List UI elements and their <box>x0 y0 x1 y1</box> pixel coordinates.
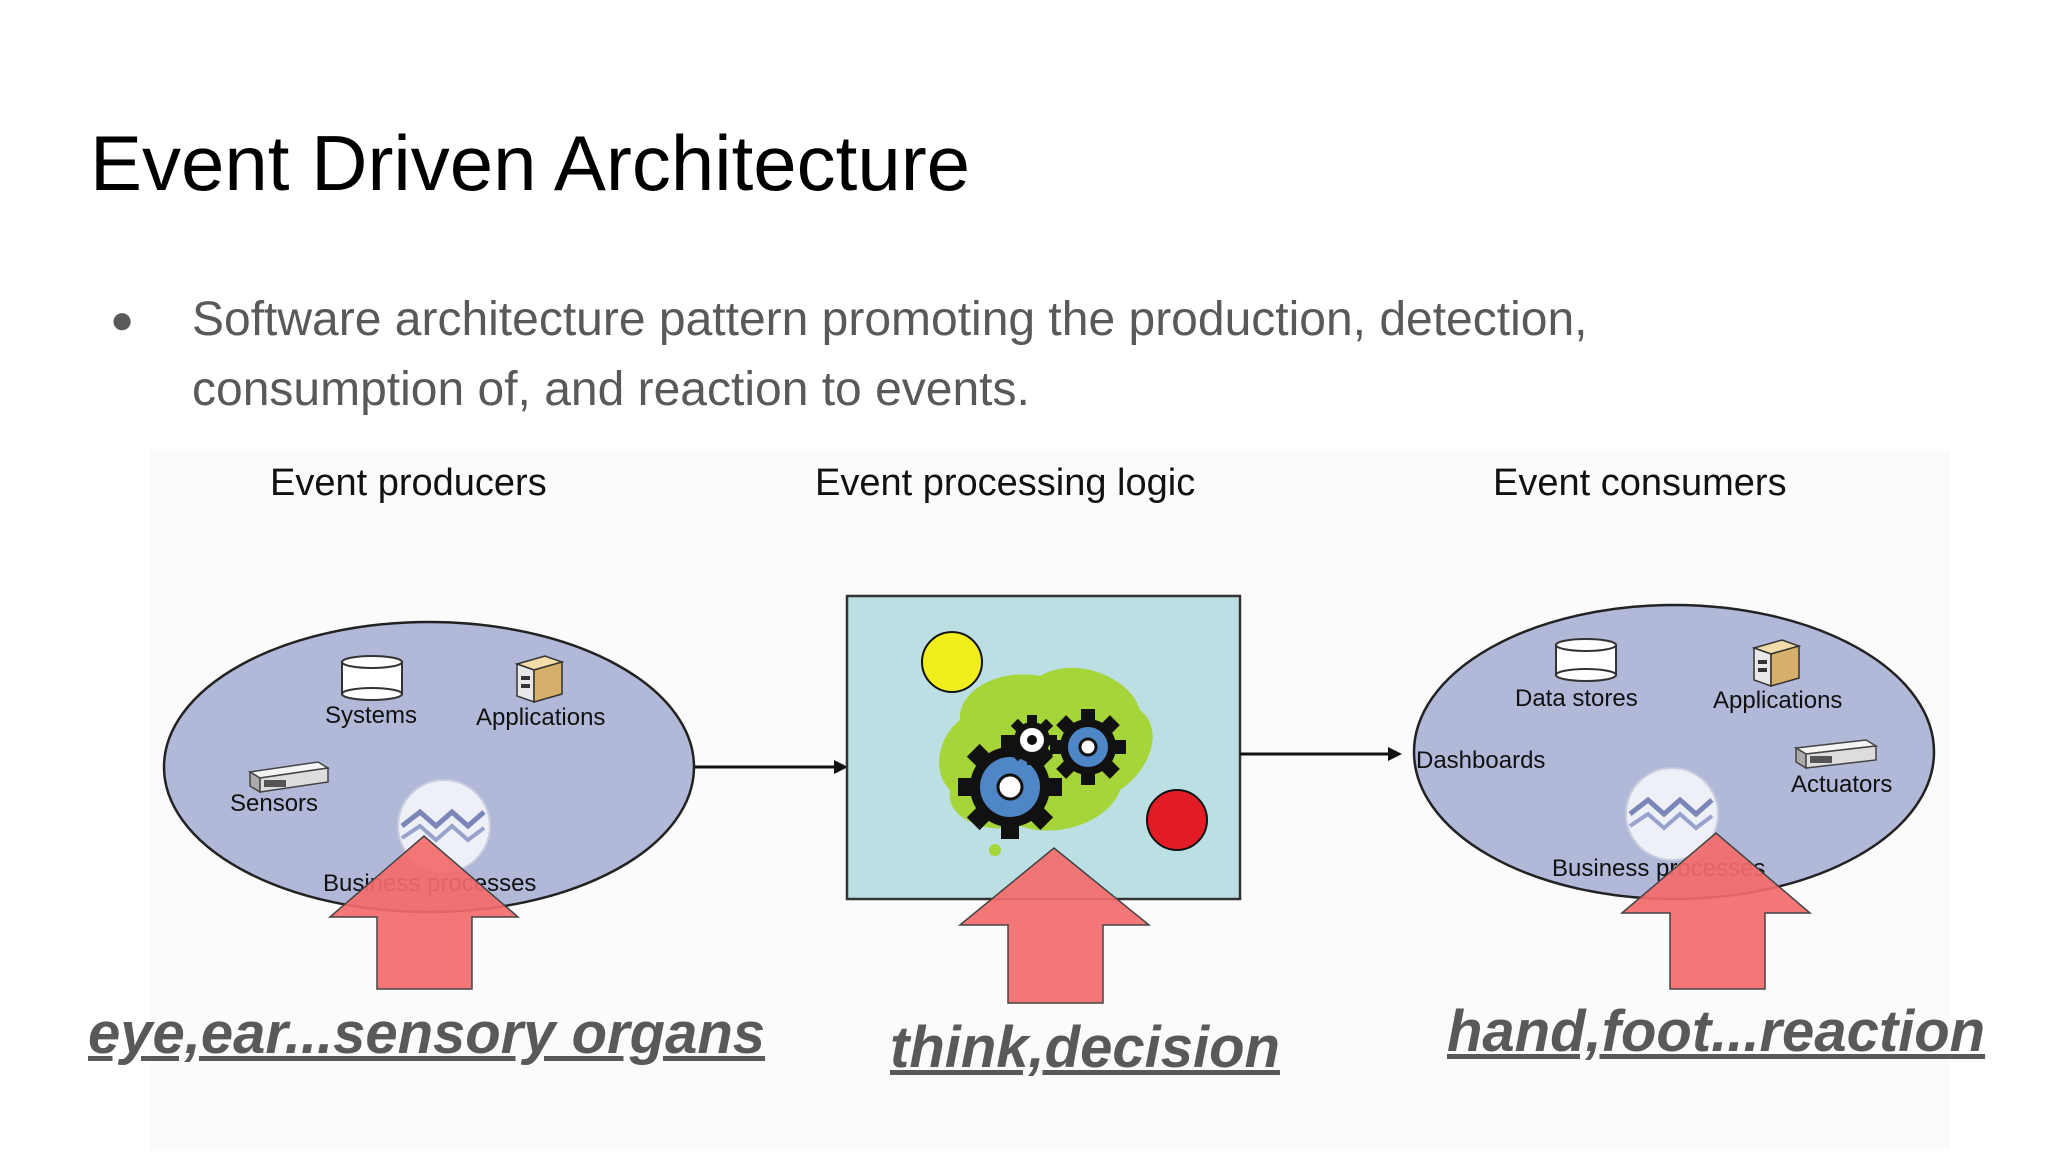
producer-label-sensors: Sensors <box>230 790 318 817</box>
consumer-label-actuators: Actuators <box>1791 771 1892 798</box>
annotation-arrow-producers <box>327 835 521 990</box>
gear-icon <box>958 735 1062 839</box>
flow-arrow-producers-to-processing <box>695 760 848 774</box>
actuator-device-icon <box>1793 739 1879 770</box>
database-icon <box>341 655 403 701</box>
caption-processing: think,decision <box>890 1015 1280 1080</box>
bullet-text: Software architecture pattern promoting … <box>192 293 1588 416</box>
business-process-icon <box>1625 767 1719 861</box>
caption-producers: eye,ear...sensory organs <box>88 1001 766 1066</box>
bullet-dot: ● <box>110 298 135 342</box>
caption-consumers: hand,foot...reaction <box>1447 999 1986 1064</box>
red-circle <box>1146 789 1208 851</box>
gear-icon <box>1050 709 1126 785</box>
database-icon <box>1555 638 1617 682</box>
annotation-arrow-processing <box>957 847 1152 1004</box>
producer-label-systems: Systems <box>325 702 417 729</box>
annotation-arrow-consumers <box>1619 832 1813 990</box>
sensor-device-icon <box>247 761 331 794</box>
column-heading-processing: Event processing logic <box>815 462 1196 504</box>
yellow-circle <box>921 631 983 693</box>
server-icon <box>514 655 565 704</box>
processing-splash-drop <box>989 844 1001 856</box>
gear-icon <box>1007 715 1057 765</box>
consumer-label-applications: Applications <box>1713 687 1842 714</box>
consumer-label-data-stores: Data stores <box>1515 685 1638 712</box>
consumer-label-dashboards: Dashboards <box>1416 747 1545 774</box>
server-icon <box>1751 639 1802 688</box>
processing-splash-drop <box>1076 681 1094 699</box>
flow-arrow-processing-to-consumers <box>1240 747 1402 761</box>
column-heading-producers: Event producers <box>270 462 547 504</box>
column-heading-consumers: Event consumers <box>1493 462 1787 504</box>
producer-label-applications: Applications <box>476 704 605 731</box>
slide-title: Event Driven Architecture <box>90 119 971 207</box>
